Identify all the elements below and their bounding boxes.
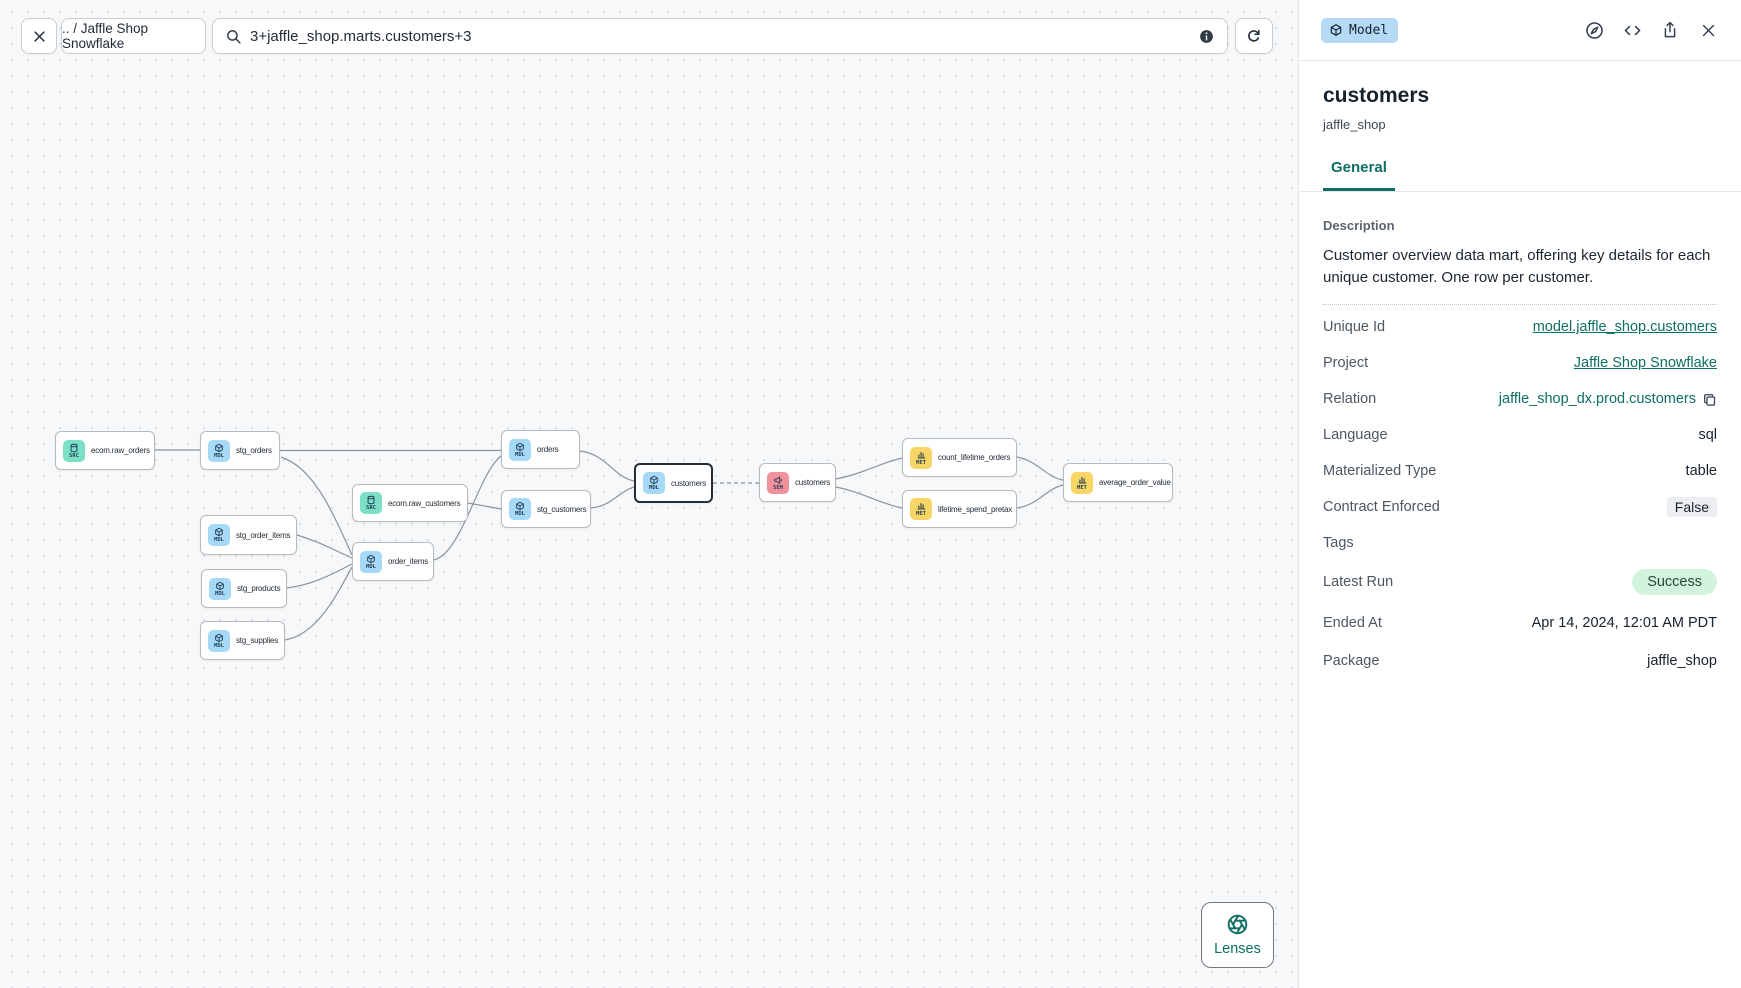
search-input[interactable]: [250, 27, 1190, 45]
dag-node-lifetime_spend_pretax[interactable]: MET lifetime_spend_pretax: [902, 490, 1017, 528]
dag-node-count_lifetime_orders[interactable]: MET count_lifetime_orders: [902, 438, 1017, 477]
dag-node-ecom-raw_customers[interactable]: SRC ecom.raw_customers: [352, 484, 468, 522]
model-node-icon: MDL: [360, 550, 382, 573]
field-row-language: Language sql: [1323, 427, 1717, 443]
lenses-button[interactable]: Lenses: [1201, 902, 1274, 968]
metric-node-icon: MET: [910, 498, 932, 520]
share-button[interactable]: [1659, 19, 1681, 41]
semantic-node-icon: SEM: [767, 471, 789, 494]
model-node-icon: MDL: [209, 577, 231, 600]
materialized-type-value: table: [1685, 463, 1717, 479]
panel-tabs: General: [1299, 159, 1741, 192]
search-icon: [227, 29, 241, 44]
tab-general[interactable]: General: [1323, 159, 1395, 191]
field-row-unique-id: Unique Id model.jaffle_shop.customers: [1323, 319, 1717, 335]
model-node-icon: MDL: [208, 439, 230, 462]
model-node-icon: MDL: [509, 498, 531, 520]
description-text: Customer overview data mart, offering ke…: [1323, 247, 1711, 286]
panel-header: Model: [1299, 0, 1741, 61]
source-node-icon: SRC: [360, 492, 382, 514]
details-panel: Model customers ja: [1298, 0, 1741, 988]
metric-node-icon: MET: [910, 446, 932, 469]
refresh-button[interactable]: [1235, 18, 1273, 54]
breadcrumb[interactable]: .. / Jaffle Shop Snowflake: [61, 18, 206, 54]
view-code-button[interactable]: [1621, 19, 1643, 41]
field-row-tags: Tags: [1323, 535, 1354, 551]
ended-at-value: Apr 14, 2024, 12:01 AM PDT: [1531, 615, 1717, 631]
lineage-canvas[interactable]: .. / Jaffle Shop Snowflake SRC ecom.raw_…: [0, 0, 1298, 988]
dag-node-stg_supplies[interactable]: MDL stg_supplies: [200, 621, 285, 660]
dag-node-customers-model[interactable]: MDL customers: [634, 463, 713, 503]
model-node-icon: MDL: [208, 629, 230, 652]
copy-icon[interactable]: [1702, 392, 1717, 407]
language-value: sql: [1698, 427, 1717, 443]
source-node-icon: SRC: [63, 439, 85, 462]
page-title: customers: [1323, 84, 1430, 107]
field-row-ended-at: Ended At Apr 14, 2024, 12:01 AM PDT: [1323, 615, 1717, 631]
dag-node-stg_products[interactable]: MDL stg_products: [201, 569, 287, 608]
status-badge: Success: [1632, 569, 1717, 595]
model-node-icon: MDL: [208, 524, 230, 546]
refresh-icon: [1248, 29, 1260, 42]
relation-value: jaffle_shop_dx.prod.customers: [1498, 391, 1696, 407]
dag-node-average_order_value[interactable]: MET average_order_value: [1063, 463, 1173, 502]
explore-compass-button[interactable]: [1583, 19, 1605, 41]
close-icon: [33, 30, 45, 42]
dag-node-stg_orders[interactable]: MDL stg_orders: [200, 431, 280, 470]
cube-icon: [1330, 24, 1342, 36]
resource-type-badge: Model: [1321, 17, 1399, 43]
field-row-relation: Relation jaffle_shop_dx.prod.customers: [1323, 381, 1717, 417]
dag-node-orders[interactable]: MDL orders: [501, 430, 580, 469]
field-row-contract-enforced: Contract Enforced False: [1323, 489, 1717, 525]
dag-node-stg_order_items[interactable]: MDL stg_order_items: [200, 515, 297, 555]
project-link[interactable]: Jaffle Shop Snowflake: [1573, 355, 1717, 371]
package-value: jaffle_shop: [1647, 653, 1717, 669]
field-row-latest-run: Latest Run Success: [1323, 561, 1717, 603]
divider: [1323, 304, 1717, 305]
close-lineage-button[interactable]: [21, 18, 57, 54]
lineage-search[interactable]: [212, 18, 1228, 54]
field-row-project: Project Jaffle Shop Snowflake: [1323, 355, 1717, 371]
dag-node-stg_customers[interactable]: MDL stg_customers: [501, 490, 591, 528]
dag-node-order_items[interactable]: MDL order_items: [352, 542, 434, 581]
field-row-materialized-type: Materialized Type table: [1323, 463, 1717, 479]
code-icon: [1623, 25, 1641, 35]
contract-enforced-chip: False: [1666, 497, 1717, 517]
lenses-aperture-icon: [1227, 914, 1248, 935]
dag-node-ecom-raw_orders[interactable]: SRC ecom.raw_orders: [55, 431, 155, 470]
field-row-package: Package jaffle_shop: [1323, 653, 1717, 669]
description-label: Description: [1323, 218, 1395, 233]
package-subtitle: jaffle_shop: [1323, 117, 1386, 132]
close-icon: [1702, 24, 1714, 36]
info-icon[interactable]: [1198, 28, 1215, 45]
model-node-icon: MDL: [509, 438, 531, 461]
dag-node-customers-semantic[interactable]: SEM customers: [759, 463, 836, 502]
close-panel-button[interactable]: [1697, 19, 1719, 41]
share-icon: [1664, 21, 1676, 38]
lineage-edges: [155, 449, 1064, 641]
metric-node-icon: MET: [1071, 471, 1093, 494]
unique-id-link[interactable]: model.jaffle_shop.customers: [1532, 319, 1717, 335]
compass-icon: [1585, 21, 1603, 39]
model-node-icon: MDL: [643, 472, 665, 494]
